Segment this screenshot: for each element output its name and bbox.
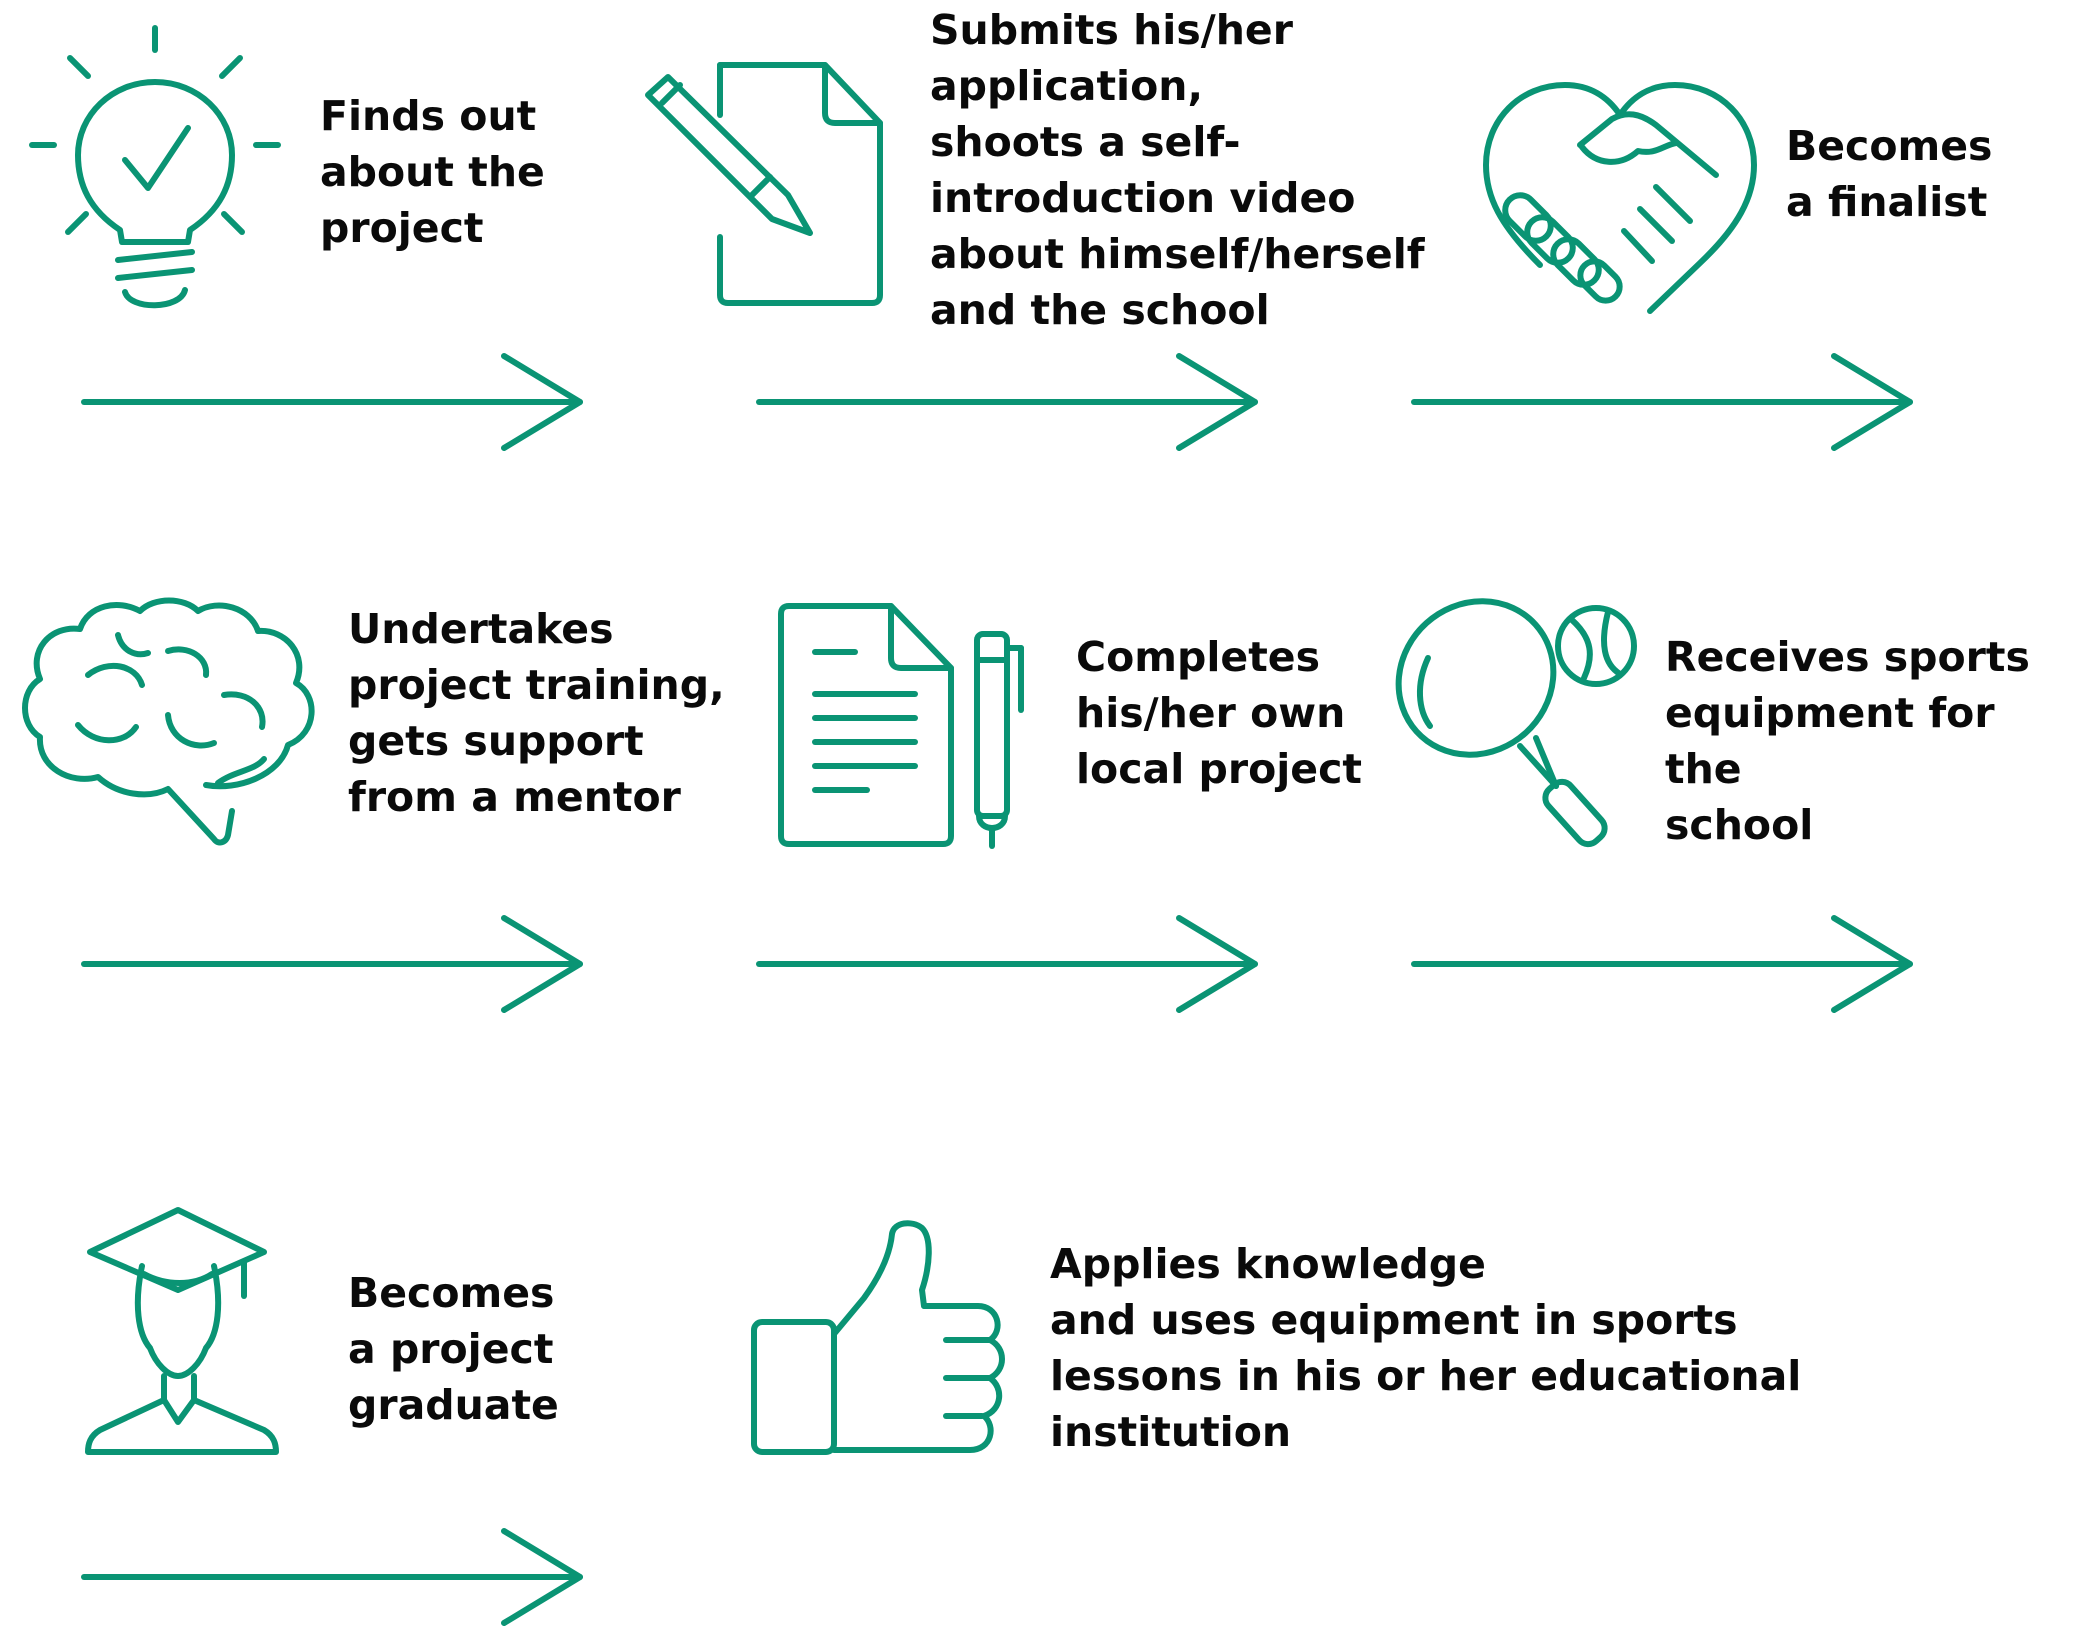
step-2-text: Submits his/her application, shoots a se… (930, 6, 1425, 334)
flow-arrow-6 (1410, 912, 1920, 1022)
lightbulb-check-icon (20, 20, 290, 310)
thumbs-up-icon (750, 1218, 1010, 1458)
step-3-text: Becomes a finalist (1786, 122, 1993, 226)
step-8-text: Applies knowledge and uses equipment in … (1050, 1240, 1802, 1456)
heart-handshake-icon (1480, 75, 1760, 325)
tennis-racket-ball-icon (1388, 598, 1638, 848)
flow-arrow-5 (755, 912, 1265, 1022)
step-4-text: Undertakes project training, gets suppor… (348, 605, 725, 821)
graduate-icon (82, 1204, 282, 1455)
document-pen-icon (775, 600, 1045, 855)
flow-arrow-3 (1410, 350, 1920, 460)
flow-arrow-1 (80, 350, 590, 460)
flow-arrow-2 (755, 350, 1265, 460)
document-pencil-icon (640, 55, 890, 315)
step-7-text: Becomes a project graduate (348, 1269, 559, 1429)
step-6-text: Receives sports equipment for the school (1665, 633, 2030, 849)
flow-arrow-4 (80, 912, 590, 1022)
brain-icon (18, 595, 318, 846)
step-1-text: Finds out about the project (320, 92, 545, 252)
flow-arrow-7 (80, 1525, 590, 1635)
step-5-text: Completes his/her own local project (1076, 633, 1363, 793)
